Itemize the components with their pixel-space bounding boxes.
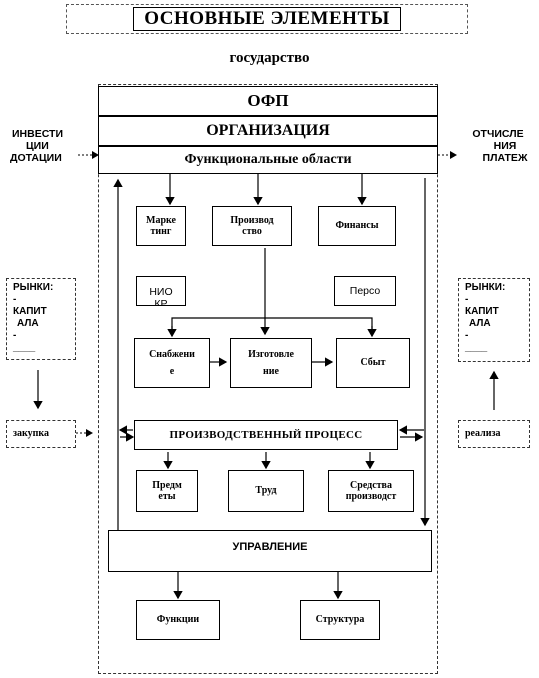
inflow-label: ИНВЕСТИ ЦИИ ДОТАЦИИ bbox=[10, 128, 63, 164]
functional-areas-layer: Функциональные области bbox=[98, 146, 438, 174]
sale-box: реализа bbox=[458, 420, 530, 448]
production-process-box: ПРОИЗВОДСТВЕННЫЙ ПРОЦЕСС bbox=[134, 420, 398, 450]
diagram-title-frame: ОСНОВНЫЕ ЭЛЕМЕНТЫ bbox=[66, 4, 468, 34]
labor-box: Труд bbox=[228, 470, 304, 512]
organization-layer: ОРГАНИЗАЦИЯ bbox=[98, 116, 438, 146]
sales-box: Сбыт bbox=[336, 338, 410, 388]
purchase-box: закупка bbox=[6, 420, 76, 448]
management-structure-box: Структура bbox=[300, 600, 380, 640]
left-market-box: РЫНКИ:-КАПИТ АЛА-____ bbox=[6, 278, 76, 360]
personnel-box: Персо bbox=[334, 276, 396, 306]
management-box: УПРАВЛЕНИЕ bbox=[108, 530, 432, 572]
outer-frame bbox=[98, 84, 438, 674]
diagram-title: ОСНОВНЫЕ ЭЛЕМЕНТЫ bbox=[133, 7, 401, 31]
right-market-box: РЫНКИ:-КАПИТ АЛА-____ bbox=[458, 278, 530, 362]
finance-box: Финансы bbox=[318, 206, 396, 246]
management-functions-box: Функции bbox=[136, 600, 220, 640]
top-label: государство bbox=[229, 50, 310, 66]
outflow-label: ОТЧИСЛЕ НИЯ ПЛАТЕЖ bbox=[472, 128, 528, 164]
ofp-layer: ОФП bbox=[98, 86, 438, 116]
